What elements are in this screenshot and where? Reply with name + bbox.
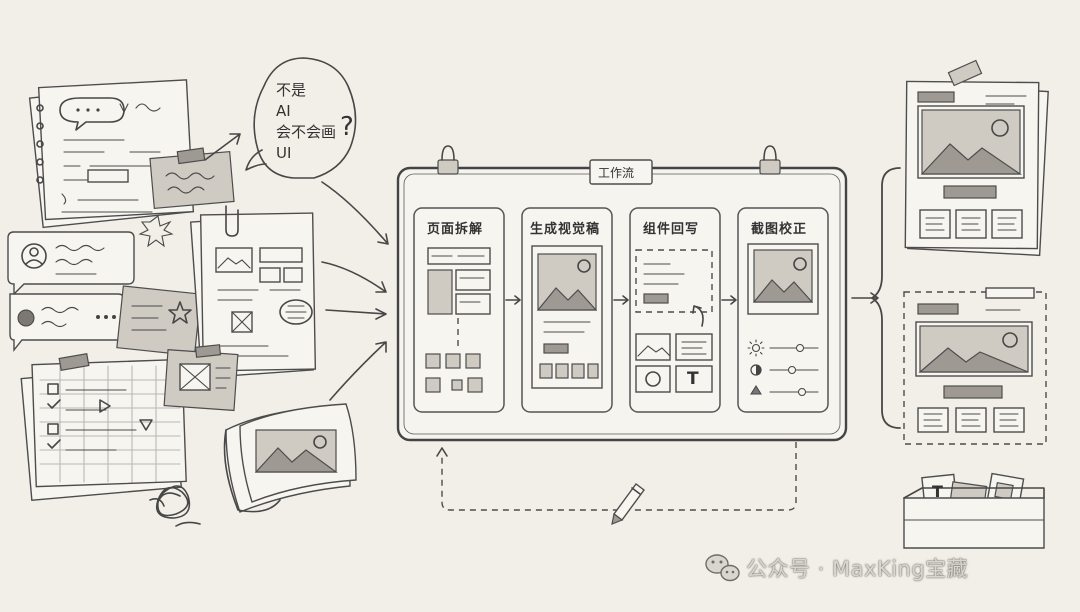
component-box [903,472,1045,549]
curled-image-page [223,403,357,513]
watermark-text: 公众号 · MaxKing宝藏 [746,557,969,581]
step-4-correction [747,243,819,396]
star-doodle [138,215,174,248]
workflow-board [396,145,848,442]
binder-clip-left [437,145,459,175]
speech-bubble-question-mark: ? [340,112,354,142]
image-placeholder-sticky [163,344,239,412]
wireframe-clipped-page [189,205,317,379]
levels-icon [750,385,762,395]
tangled-scribble [149,485,201,527]
speech-bubble-line-4: UI [276,144,292,162]
input-arrows [321,181,389,401]
output-page-wireframe [903,287,1047,445]
chat-card-avatar [7,231,135,296]
pencil-icon [611,483,645,525]
box-text-card-glyph: T [932,482,943,501]
step-1-breakdown-wireframe [425,247,491,393]
text-component-glyph: T [687,369,699,389]
step-3-components [635,249,713,393]
star-sticky-note [116,285,202,357]
sticky-note-scribble [149,133,241,210]
output-connector [851,167,901,429]
speech-bubble-shape [245,57,357,179]
step-1-title: 页面拆解 [427,222,484,237]
step-card-3 [629,207,721,413]
step-arrows [505,295,737,305]
step-3-title: 组件回写 [643,222,700,237]
speech-bubble-line-3: 会不会画 [276,123,337,141]
speech-bubble-line-1: 不是 [276,81,307,99]
workflow-title-tab [589,159,653,185]
step-4-title: 截图校正 [751,222,808,237]
workflow-title: 工作流 [598,166,635,180]
brightness-icon [747,339,765,357]
speech-bubble-line-2: AI [276,102,291,120]
contrast-icon [750,364,762,376]
output-page-final [904,59,1049,257]
wechat-icon [705,554,740,582]
step-2-title: 生成视觉稿 [530,222,601,237]
checklist-grid-paper [20,352,187,501]
binder-clip-right [759,145,781,175]
chat-card-typing [9,293,125,352]
feedback-loop [436,442,797,525]
step-2-visual-mockup [531,245,603,389]
messy-sketches-pile [7,79,357,527]
